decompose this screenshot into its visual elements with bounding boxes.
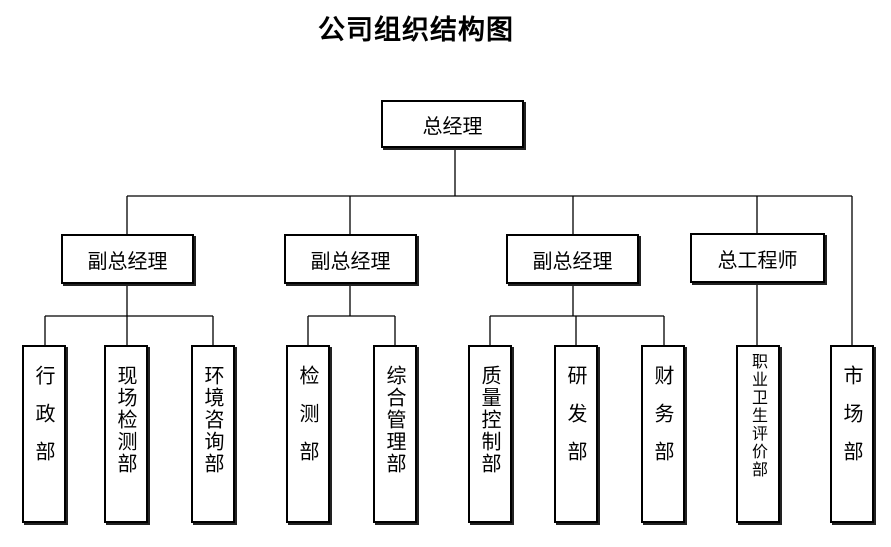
node-label: 副总经理 — [87, 248, 168, 273]
node-finance-dept: 财务部 — [641, 345, 685, 523]
node-rnd-dept: 研发部 — [554, 345, 598, 523]
node-general-management-dept: 综合管理部 — [373, 345, 417, 523]
node-quality-control-dept: 质量控制部 — [468, 345, 512, 523]
node-occupational-health-dept: 职业卫生评价部 — [736, 345, 780, 523]
node-deputy-gm-2: 副总经理 — [284, 234, 417, 284]
node-label: 现场检测部 — [114, 365, 138, 475]
node-environmental-consulting-dept: 环境咨询部 — [191, 345, 235, 523]
node-deputy-gm-1: 副总经理 — [61, 234, 194, 284]
node-general-manager: 总经理 — [381, 100, 524, 148]
node-label: 副总经理 — [310, 248, 391, 273]
node-field-testing-dept: 现场检测部 — [104, 345, 148, 523]
node-label: 副总经理 — [532, 248, 613, 273]
node-label: 市场部 — [840, 365, 864, 479]
node-label: 职业卫生评价部 — [749, 353, 768, 479]
chart-title: 公司组织结构图 — [318, 15, 514, 46]
node-label: 综合管理部 — [383, 365, 407, 475]
node-admin-dept: 行政部 — [22, 345, 66, 523]
node-label: 财务部 — [651, 365, 675, 479]
node-label: 研发部 — [564, 365, 588, 479]
node-label: 总经理 — [422, 113, 483, 138]
node-label: 行政部 — [32, 365, 56, 479]
node-label: 检测部 — [296, 365, 320, 479]
node-deputy-gm-3: 副总经理 — [506, 234, 639, 284]
node-label: 总工程师 — [717, 247, 798, 272]
node-marketing-dept: 市场部 — [830, 345, 874, 523]
node-label: 质量控制部 — [478, 365, 502, 475]
node-chief-engineer: 总工程师 — [690, 233, 825, 283]
node-label: 环境咨询部 — [201, 365, 225, 475]
node-testing-dept: 检测部 — [286, 345, 330, 523]
